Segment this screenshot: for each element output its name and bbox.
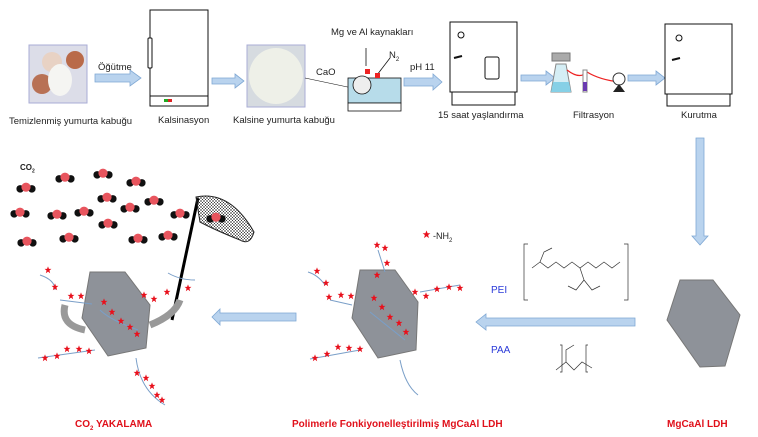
label-pei: PEI (491, 285, 507, 296)
nh2-sub: 2 (449, 238, 452, 244)
co2-sub: 2 (32, 169, 35, 175)
label-cao: CaO (316, 67, 336, 78)
filtration-icon (551, 53, 625, 92)
drying-oven-icon (665, 24, 732, 106)
n2-text: N (389, 50, 396, 61)
ldh-character (64, 272, 180, 356)
furnace-icon (148, 10, 208, 106)
aging-oven-icon (450, 22, 517, 105)
label-eggshell: Temizlenmiş yumurta kabuğu (9, 116, 132, 127)
label-mg-al-sources: Mg ve Al kaynakları (331, 27, 413, 38)
mgcaal-ldh (667, 280, 740, 367)
label-ph: pH 11 (410, 62, 435, 73)
label-paa: PAA (491, 345, 510, 356)
pei-structure (524, 244, 628, 300)
calcined-powder-image (247, 45, 305, 107)
functionalized-ldh (352, 270, 418, 358)
n2-sub: 2 (396, 57, 399, 63)
co2-molecules (10, 169, 189, 247)
label-calcined: Kalsine yumurta kabuğu (233, 115, 335, 126)
label-grinding: Öğütme (98, 62, 132, 73)
label-calcination: Kalsinasyon (158, 115, 209, 126)
label-n2: N2 (389, 50, 399, 63)
label-filtration: Filtrasyon (573, 110, 614, 121)
capture-rest-text: YAKALAMA (93, 419, 152, 430)
label-co2-capture: CO2 YAKALAMA (75, 419, 152, 432)
label-co2: CO2 (20, 163, 35, 175)
paa-structure (556, 345, 592, 372)
eggshell-image (29, 45, 87, 103)
reactor-icon (305, 48, 401, 111)
legend-nh2: -NH2 (433, 231, 452, 244)
label-mgcaal-ldh: MgCaAl LDH (667, 419, 728, 430)
label-aging: 15 saat yaşlandırma (438, 110, 524, 121)
nh2-text: -NH (433, 231, 449, 241)
label-drying: Kurutma (681, 110, 717, 121)
label-functionalized-ldh: Polimerle Fonkiyonelleştirilmiş MgCaAl L… (292, 419, 503, 430)
capture-co-text: CO (75, 419, 90, 430)
co2-text: CO (20, 163, 32, 172)
